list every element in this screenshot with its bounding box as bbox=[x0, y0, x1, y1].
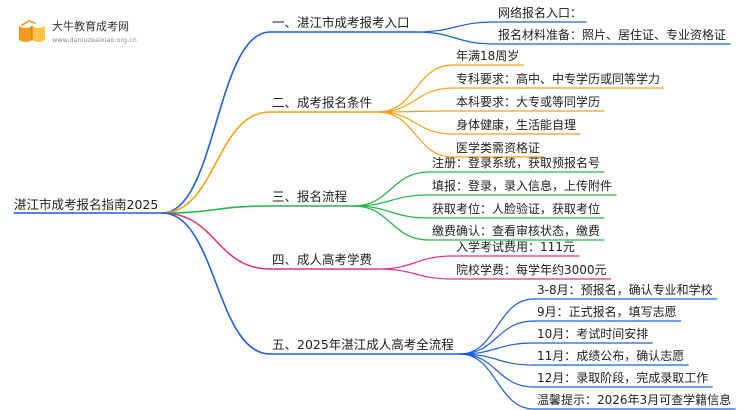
logo-name: 大牛教育成考网 bbox=[52, 20, 129, 33]
link-process-0 bbox=[352, 171, 430, 207]
condition-item-medical: 医学类需资格证 bbox=[456, 141, 541, 155]
link-conditions-0 bbox=[377, 64, 454, 113]
timeline-item-dec: 12月：录取阶段，完成录取工作 bbox=[537, 371, 709, 385]
link-tuition-1 bbox=[377, 268, 454, 280]
timeline-item-nov: 11月：成绩公布，确认志愿 bbox=[537, 349, 685, 363]
link-root-timeline bbox=[161, 212, 271, 355]
condition-item-age: 年满18周岁 bbox=[456, 49, 520, 63]
branch-process: 三、报名流程 bbox=[272, 189, 348, 204]
process-item-seat: 获取考位：人脸验证，获取考位 bbox=[432, 202, 601, 216]
link-tuition-0 bbox=[377, 255, 454, 270]
timeline-item-tip: 温馨提示：2026年3月可查学籍信息 bbox=[537, 393, 732, 407]
link-timeline-0 bbox=[459, 298, 535, 355]
condition-item-health: 身体健康，生活能自理 bbox=[456, 118, 577, 132]
link-root-process bbox=[161, 205, 271, 214]
link-process-2 bbox=[352, 205, 430, 219]
link-root-entrance bbox=[161, 31, 271, 214]
branch-entrance: 一、湛江市成考报考入口 bbox=[272, 15, 410, 30]
condition-item-bachelor: 本科要求：大专或等同学历 bbox=[456, 95, 601, 109]
root-topic: 湛江市成考报名指南2025 bbox=[14, 197, 159, 212]
link-process-1 bbox=[352, 194, 430, 207]
link-root-tuition bbox=[161, 212, 271, 270]
link-conditions-4 bbox=[377, 111, 454, 158]
timeline-item-oct: 10月：考试时间安排 bbox=[537, 327, 649, 341]
link-timeline-2 bbox=[459, 342, 535, 355]
link-root-conditions bbox=[161, 111, 271, 214]
link-timeline-1 bbox=[459, 320, 535, 355]
link-conditions-3 bbox=[377, 111, 454, 135]
condition-item-junior: 专科要求：高中、中专学历或同等学力 bbox=[456, 72, 661, 86]
link-entrance-1 bbox=[414, 31, 496, 45]
link-entrance-0 bbox=[414, 21, 496, 33]
link-process-3 bbox=[352, 205, 430, 241]
link-timeline-5 bbox=[459, 353, 535, 410]
logo-icon bbox=[16, 18, 48, 52]
process-item-payment: 缴费确认：查看审核状态，缴费 bbox=[432, 224, 601, 238]
timeline-item-sep: 9月：正式报名，填写志愿 bbox=[537, 305, 677, 319]
branch-conditions: 二、成考报名条件 bbox=[272, 95, 373, 110]
entrance-item-materials: 报名材料准备：照片、居住证、专业资格证 bbox=[498, 28, 727, 42]
link-timeline-3 bbox=[459, 353, 535, 366]
tuition-item-exam-fee: 入学考试费用：111元 bbox=[456, 240, 575, 254]
process-item-fill: 填报：登录，录入信息，上传附件 bbox=[432, 179, 613, 193]
link-conditions-1 bbox=[377, 87, 454, 113]
process-item-register: 注册：登录系统，获取预报名号 bbox=[432, 156, 601, 170]
tuition-item-school-fee: 院校学费：每学年约3000元 bbox=[456, 263, 607, 277]
branch-timeline: 五、2025年湛江成人高考全流程 bbox=[272, 337, 454, 352]
branch-tuition: 四、成人高考学费 bbox=[272, 252, 373, 267]
entrance-item-online: 网络报名入口： bbox=[498, 6, 583, 20]
logo-url: www.daniuzeaixiao.org.cn bbox=[52, 36, 137, 44]
timeline-item-mar-aug: 3-8月：预报名，确认专业和学校 bbox=[537, 283, 713, 297]
